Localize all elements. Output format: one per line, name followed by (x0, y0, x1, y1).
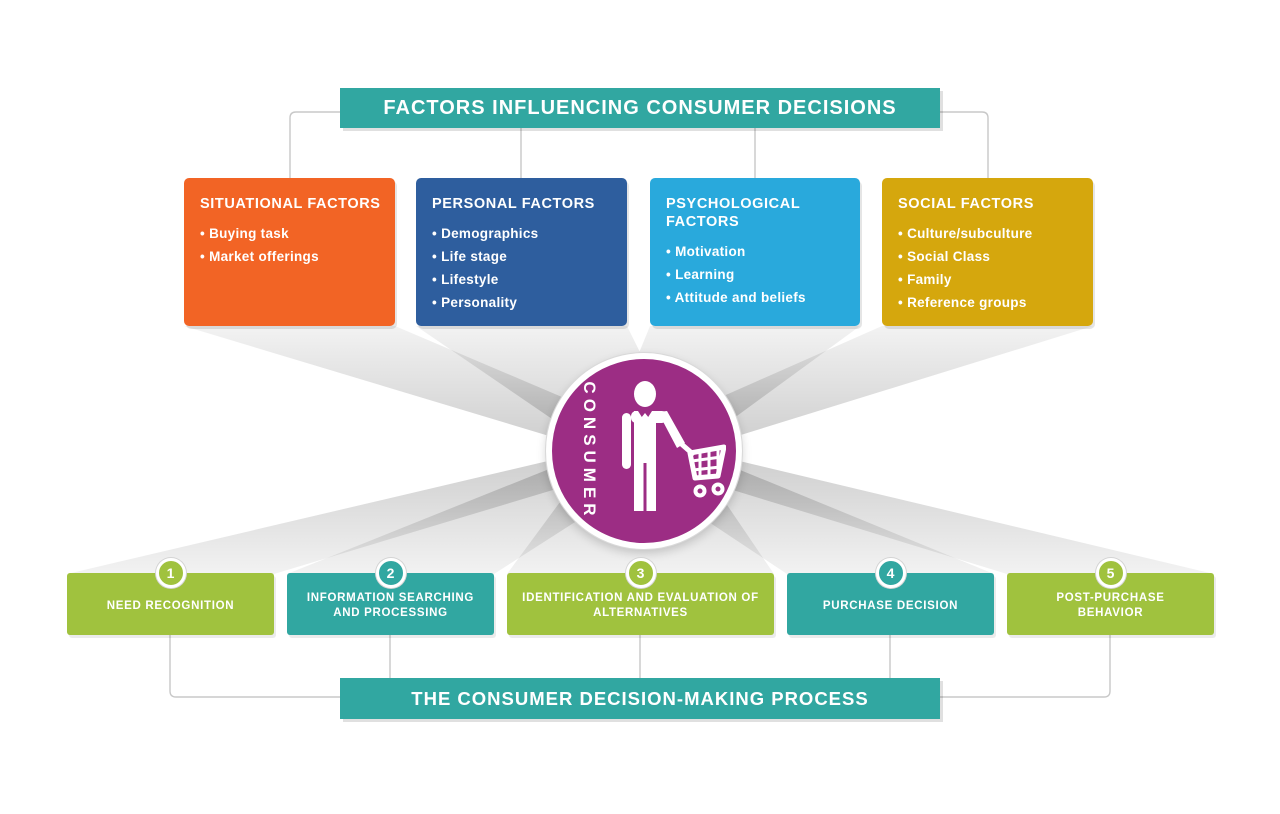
factor-item: Social Class (898, 245, 1079, 268)
factor-title: SOCIAL FACTORS (898, 196, 1034, 212)
factor-item: Motivation (666, 240, 846, 263)
step-box-information-searching: 2 INFORMATION SEARCHING AND PROCESSING (287, 558, 494, 635)
step-number: 1 (166, 565, 175, 581)
step-label: POST-PURCHASE BEHAVIOR (1056, 592, 1165, 619)
step-number-badge: 3 (625, 558, 656, 588)
step-number-badge: 4 (875, 558, 906, 588)
factor-item: Life stage (432, 245, 613, 268)
bottom-banner: THE CONSUMER DECISION-MAKING PROCESS (340, 678, 940, 719)
factor-list: Buying task Market offerings (200, 222, 381, 268)
factor-item: Demographics (432, 222, 613, 245)
factor-list: Demographics Life stage Lifestyle Person… (432, 222, 613, 314)
step-number: 4 (886, 565, 895, 581)
factor-title: PERSONAL FACTORS (432, 196, 595, 212)
factor-item: Family (898, 268, 1079, 291)
step-label: NEED RECOGNITION (106, 599, 235, 612)
step-number-badge: 5 (1095, 558, 1126, 588)
step-number-badge: 1 (155, 558, 186, 588)
factor-title: SITUATIONAL FACTORS (200, 196, 381, 212)
factor-item: Attitude and beliefs (666, 286, 846, 309)
step-number-badge: 2 (375, 558, 406, 588)
consumer-label: CONSUMER (580, 381, 599, 521)
top-banner-label: FACTORS INFLUENCING CONSUMER DECISIONS (383, 96, 897, 119)
step-number: 5 (1106, 565, 1115, 581)
factor-title: PSYCHOLOGICAL FACTORS (666, 196, 801, 230)
step-label: IDENTIFICATION AND EVALUATION OF ALTERNA… (522, 592, 759, 619)
factor-box-psychological: PSYCHOLOGICAL FACTORS Motivation Learnin… (650, 178, 860, 326)
person-with-shopping-cart-icon (622, 381, 726, 511)
bottom-banner-label: THE CONSUMER DECISION-MAKING PROCESS (411, 687, 869, 709)
step-number: 2 (386, 565, 395, 581)
top-banner: FACTORS INFLUENCING CONSUMER DECISIONS (340, 88, 940, 128)
connector-lines (169, 111, 1111, 698)
step-box-purchase-decision: 4 PURCHASE DECISION (787, 558, 994, 635)
step-box-identification-evaluation: 3 IDENTIFICATION AND EVALUATION OF ALTER… (507, 558, 774, 635)
factor-item: Buying task (200, 222, 381, 245)
factor-item: Personality (432, 291, 613, 314)
step-label: PURCHASE DECISION (822, 599, 959, 612)
step-box-post-purchase: 5 POST-PURCHASE BEHAVIOR (1007, 558, 1214, 635)
factor-list: Culture/subculture Social Class Family R… (898, 222, 1079, 314)
step-label: INFORMATION SEARCHING AND PROCESSING (306, 592, 475, 619)
consumer-circle: CONSUMER (546, 353, 742, 549)
step-number: 3 (636, 565, 645, 581)
factor-box-social: SOCIAL FACTORS Culture/subculture Social… (882, 178, 1093, 326)
factor-box-personal: PERSONAL FACTORS Demographics Life stage… (416, 178, 627, 326)
step-box-need-recognition: 1 NEED RECOGNITION (67, 558, 274, 635)
factor-item: Learning (666, 263, 846, 286)
factor-item: Culture/subculture (898, 222, 1079, 245)
factor-item: Lifestyle (432, 268, 613, 291)
factor-list: Motivation Learning Attitude and beliefs (666, 240, 846, 309)
factor-item: Reference groups (898, 291, 1079, 314)
factor-item: Market offerings (200, 245, 381, 268)
factor-box-situational: SITUATIONAL FACTORS Buying task Market o… (184, 178, 395, 326)
